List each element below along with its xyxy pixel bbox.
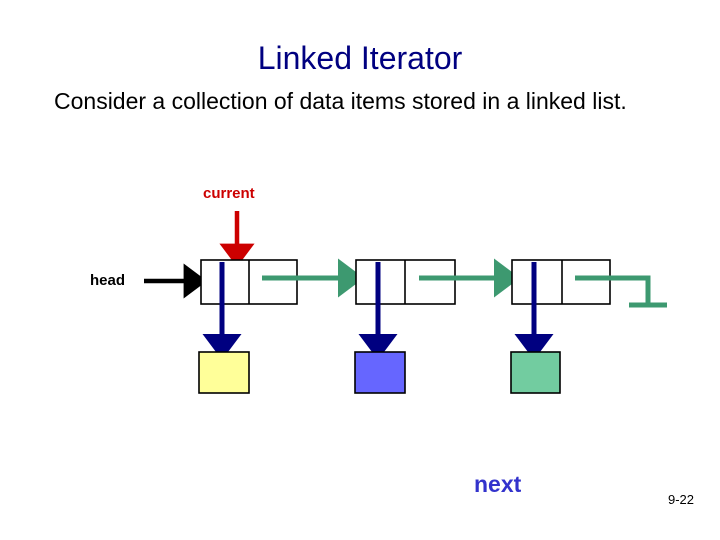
- data-box-1: [198, 351, 250, 394]
- next-pointer-label: next: [474, 471, 522, 497]
- node-3-box: [511, 259, 611, 305]
- data-box-2: [354, 351, 406, 394]
- list-node-2: [355, 259, 456, 305]
- data-box-3: [510, 351, 561, 394]
- null-terminator-elbow: [575, 275, 651, 303]
- head-pointer-label: head: [90, 272, 126, 289]
- current-pointer-label: current: [203, 185, 255, 202]
- null-terminator: [575, 275, 667, 308]
- list-node-1: [200, 259, 298, 305]
- slide-body-text: Consider a collection of data items stor…: [54, 88, 627, 114]
- page-number: 9-22: [668, 492, 695, 507]
- list-node-3: [511, 259, 611, 305]
- page-title: Linked Iterator: [257, 40, 463, 76]
